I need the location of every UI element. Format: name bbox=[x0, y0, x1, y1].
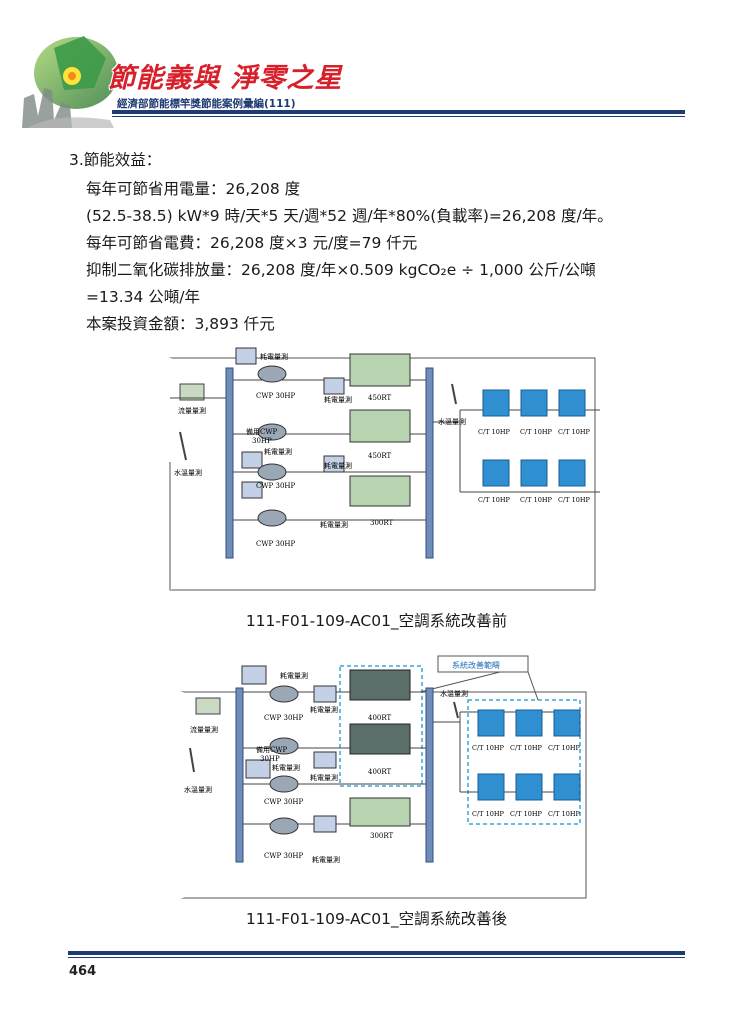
power-meter-label: 耗電量測 bbox=[264, 447, 292, 456]
page-number: 464 bbox=[69, 964, 97, 979]
footer-divider-thin bbox=[68, 957, 685, 958]
temp-label: 水溫量測 bbox=[440, 689, 468, 698]
tower-label: C/T 10HP bbox=[478, 496, 511, 504]
header-title: 節能義與 淨零之星 bbox=[108, 63, 343, 94]
chiller-label: 400RT bbox=[368, 768, 392, 776]
tower-label: C/T 10HP bbox=[472, 810, 505, 818]
footer-divider bbox=[68, 951, 685, 955]
tower-label: C/T 10HP bbox=[472, 744, 505, 752]
chiller-label: 300RT bbox=[370, 519, 394, 527]
tower-label: C/T 10HP bbox=[558, 428, 591, 436]
tower-label: C/T 10HP bbox=[478, 428, 511, 436]
figure-caption-after: 111-F01-109-AC01_空調系統改善後 bbox=[245, 910, 508, 928]
pump-label: CWP 30HP bbox=[264, 714, 303, 722]
paragraph-line: 本案投資金額：3,893 仟元 bbox=[86, 315, 275, 333]
paragraph-line: 抑制二氧化碳排放量：26,208 度/年×0.509 kgCO₂e ÷ 1,00… bbox=[86, 261, 596, 279]
pump-label: CWP 30HP bbox=[264, 852, 303, 860]
diagram-after: 系統改善範疇 流量量測 水溫量測 水溫量測 耗電量測 耗電量測 耗電量測 耗電量… bbox=[180, 655, 587, 899]
pump-label: 30HP bbox=[252, 437, 272, 445]
chiller-label: 400RT bbox=[368, 714, 392, 722]
tower-label: C/T 10HP bbox=[520, 428, 553, 436]
paragraph-line: (52.5-38.5) kW*9 時/天*5 天/週*52 週/年*80%(負載… bbox=[86, 207, 613, 225]
flow-label: 流量量測 bbox=[190, 725, 218, 734]
scope-label: 系統改善範疇 bbox=[452, 660, 500, 670]
power-meter-label: 耗電量測 bbox=[324, 461, 352, 470]
tower-label: C/T 10HP bbox=[558, 496, 591, 504]
tower-label: C/T 10HP bbox=[510, 744, 543, 752]
header-subtitle: 經濟部節能標竿獎節能案例彙編(111) bbox=[117, 98, 296, 110]
chiller-label: 450RT bbox=[368, 452, 392, 460]
flow-label: 流量量測 bbox=[178, 406, 206, 415]
chiller-label: 450RT bbox=[368, 394, 392, 402]
tower-label: C/T 10HP bbox=[510, 810, 543, 818]
pump-label: CWP 30HP bbox=[264, 798, 303, 806]
power-meter-label: 耗電量測 bbox=[310, 773, 338, 782]
pump-label: 備用CWP bbox=[256, 745, 288, 754]
figure-caption-before: 111-F01-109-AC01_空調系統改善前 bbox=[245, 612, 508, 630]
temp-label: 水溫量測 bbox=[184, 785, 212, 794]
pump-label: 30HP bbox=[260, 755, 280, 763]
power-meter-label: 耗電量測 bbox=[310, 705, 338, 714]
power-meter-label: 耗電量測 bbox=[320, 520, 348, 529]
paragraph-line: 每年可節省用電量：26,208 度 bbox=[86, 180, 301, 198]
pump-label: 備用CWP bbox=[246, 427, 278, 436]
logo-emblem bbox=[22, 36, 118, 128]
power-meter-label: 耗電量測 bbox=[324, 395, 352, 404]
header-divider-thin bbox=[112, 116, 685, 117]
paragraph-line: =13.34 公噸/年 bbox=[86, 288, 201, 306]
power-meter-label: 耗電量測 bbox=[260, 352, 288, 361]
chiller-label: 300RT bbox=[370, 832, 394, 840]
tower-label: C/T 10HP bbox=[520, 496, 553, 504]
paragraph-line: 每年可節省電費：26,208 度×3 元/度=79 仟元 bbox=[86, 234, 418, 252]
section-title: 3.節能效益： bbox=[69, 151, 162, 169]
tower-label: C/T 10HP bbox=[548, 810, 581, 818]
diagram-before: 流量量測 水溫量測 水溫量測 耗電量測 耗電量測 耗電量測 耗電量測 耗電量測 … bbox=[168, 347, 600, 591]
temp-label: 水溫量測 bbox=[438, 417, 466, 426]
pump-label: CWP 30HP bbox=[256, 482, 295, 490]
pump-label: CWP 30HP bbox=[256, 392, 295, 400]
tower-label: C/T 10HP bbox=[548, 744, 581, 752]
power-meter-label: 耗電量測 bbox=[312, 855, 340, 864]
temp-label: 水溫量測 bbox=[174, 468, 202, 477]
header-divider bbox=[112, 110, 685, 114]
pump-label: CWP 30HP bbox=[256, 540, 295, 548]
power-meter-label: 耗電量測 bbox=[272, 763, 300, 772]
power-meter-label: 耗電量測 bbox=[280, 671, 308, 680]
